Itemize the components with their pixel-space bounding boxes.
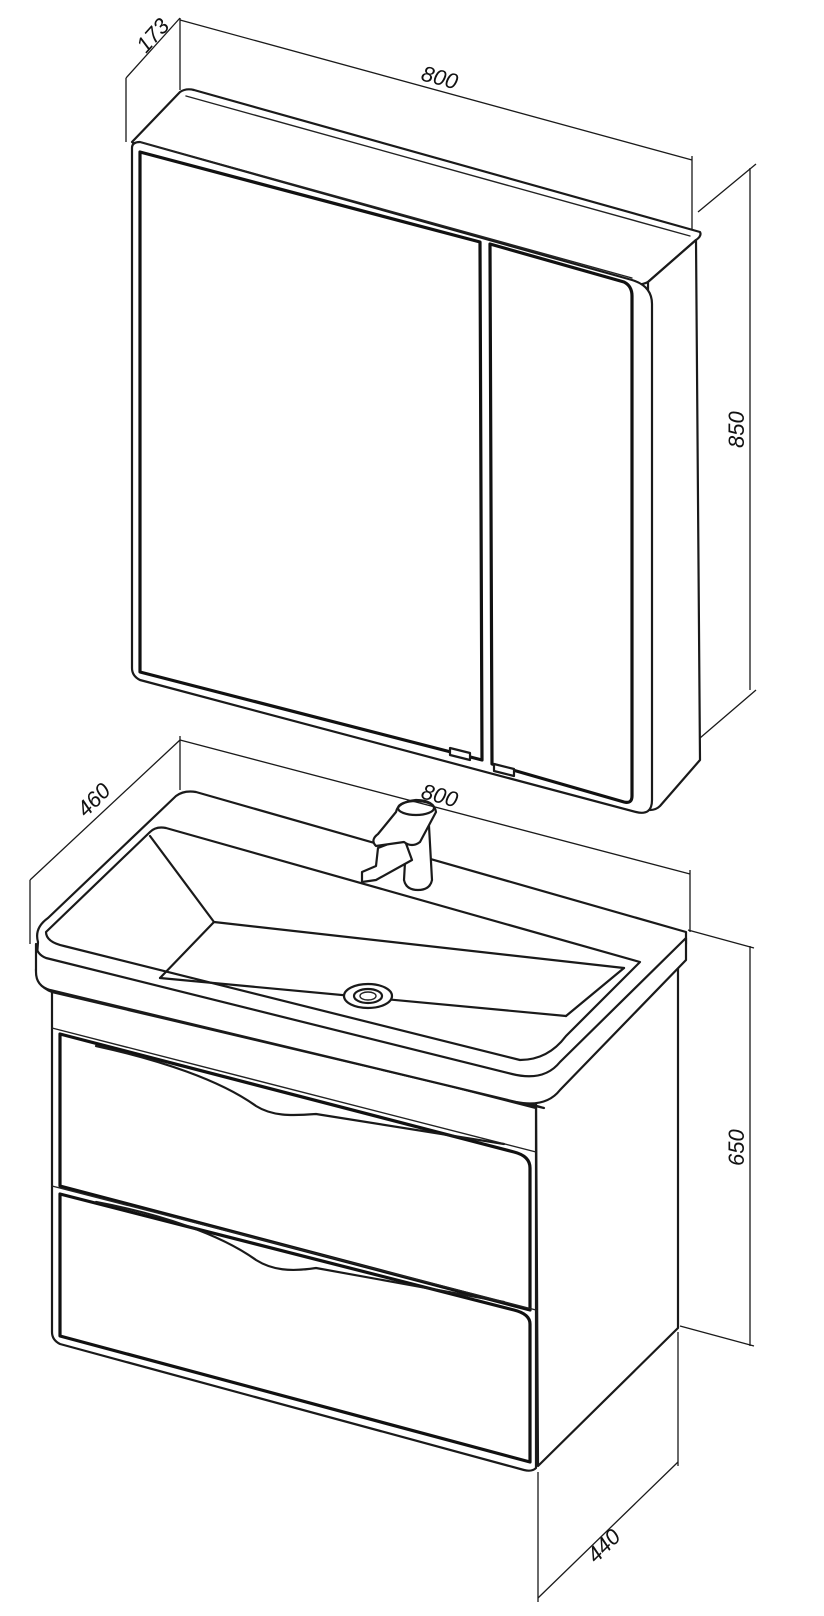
mirror-cabinet-side	[646, 238, 702, 812]
dim-vanity-height: 650	[679, 929, 755, 1347]
dim-vanity-depth-bottom-label: 440	[582, 1523, 626, 1567]
mirror-door-right[interactable]	[488, 242, 634, 804]
dim-mirror-width-label: 800	[419, 61, 462, 95]
drawer-bottom[interactable]	[58, 1192, 532, 1464]
mirror-cabinet	[130, 88, 702, 814]
vanity-front	[50, 982, 538, 1472]
basin-bowl-edge	[44, 826, 642, 1062]
mirror-handle-left[interactable]	[448, 746, 472, 762]
drawer-top-wave[interactable]	[94, 1044, 506, 1146]
basin	[34, 790, 688, 1110]
dim-vanity-height-label: 650	[724, 1129, 749, 1166]
drain	[342, 982, 394, 1010]
dim-mirror-depth-label: 173	[131, 13, 175, 58]
mirror-handle-right[interactable]	[492, 762, 516, 778]
mirror-cabinet-front	[130, 140, 654, 814]
dim-mirror-height: 850	[697, 163, 757, 739]
drawer-top[interactable]	[58, 1032, 532, 1312]
vanity-unit	[50, 958, 680, 1472]
mirror-door-left[interactable]	[138, 150, 484, 762]
dim-vanity-depth-top-label: 460	[72, 777, 116, 821]
drawer-bottom-wave[interactable]	[94, 1200, 506, 1304]
basin-front-band	[34, 936, 688, 1105]
dim-mirror-height-label: 850	[724, 411, 749, 448]
faucet[interactable]	[360, 798, 438, 892]
